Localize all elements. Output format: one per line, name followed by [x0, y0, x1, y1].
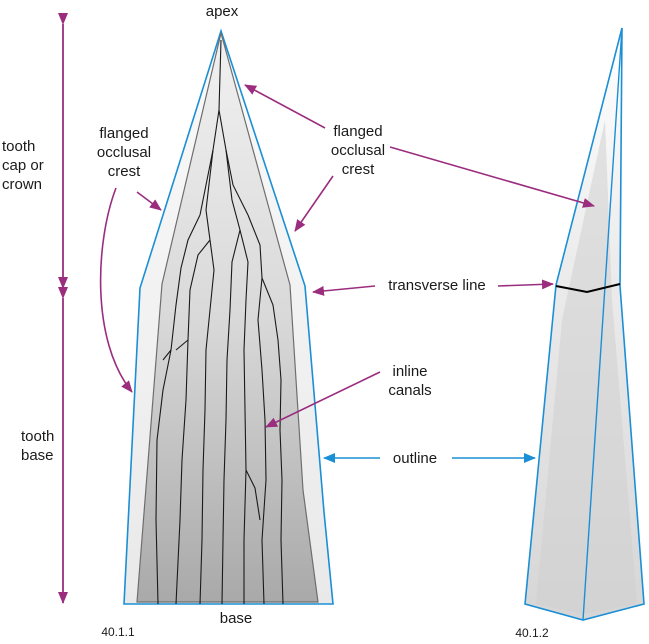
- flanged-left-label: flanged occlusal crest: [96, 125, 152, 180]
- outline-label: outline: [392, 450, 438, 467]
- flanged-left-arrow-lower: [99, 187, 133, 393]
- right-tooth-crest-line: [582, 27, 623, 621]
- transverse-line-drawn: [555, 283, 621, 294]
- transverse-arrow-right: [497, 279, 554, 290]
- right-tooth-shading: [536, 120, 637, 614]
- inline-canals: [155, 39, 284, 605]
- flanged-left-arrow-upper: [136, 191, 162, 211]
- inline-canals-arrow: [265, 371, 381, 428]
- figure-id-left: 40.1.1: [101, 625, 135, 639]
- tooth-cap-label: tooth cap or crown: [2, 138, 44, 193]
- flanged-center-arrow-edge: [294, 175, 334, 232]
- figure-id-right: 40.1.2: [515, 626, 549, 640]
- flanged-center-label: flanged occlusal crest: [330, 123, 386, 178]
- left-tooth-inner-body: [136, 32, 319, 603]
- transverse-arrow-left: [312, 285, 376, 296]
- apex-label: apex: [205, 3, 239, 20]
- flanged-center-arrow-right: [389, 146, 595, 208]
- base-label: base: [219, 610, 253, 627]
- transverse-line-label: transverse line: [388, 277, 486, 294]
- flanged-center-arrow-apex: [244, 84, 326, 129]
- tooth-base-label: tooth base: [21, 428, 55, 464]
- inline-canals-label: inline canals: [388, 363, 432, 399]
